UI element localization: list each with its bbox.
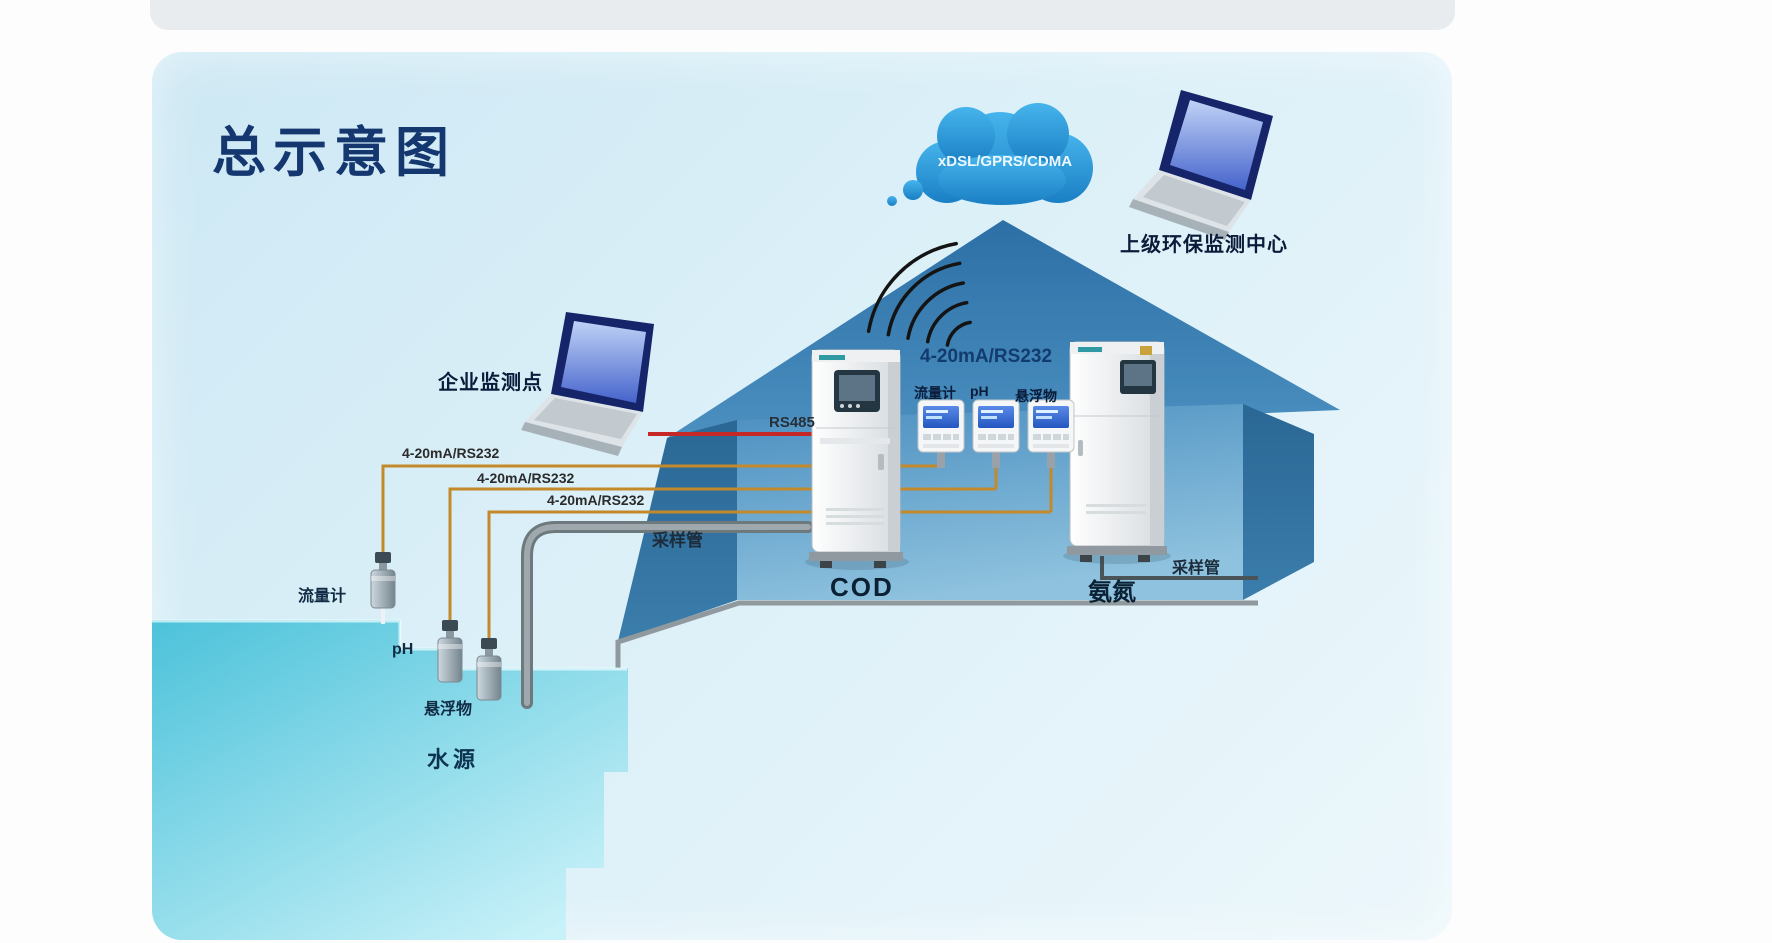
flowmeter-sensor-icon: [370, 552, 396, 624]
ph-sensor-icon: [437, 620, 463, 683]
sampling-pipe-left: [521, 521, 814, 709]
enterprise-laptop-icon: [521, 312, 654, 456]
hq-laptop-icon: [1129, 90, 1273, 240]
sampling-pipe-right: [1100, 556, 1258, 580]
wifi-signal-icon: [866, 241, 972, 347]
ammonia-analyzer-cabinet: [1063, 341, 1171, 564]
diagram-canvas: [152, 90, 1340, 940]
wire-flowmeter: [381, 464, 941, 553]
ph-transmitter-box: [972, 399, 1020, 468]
water-pool: [152, 619, 628, 940]
suspended-solids-sensor-icon: [476, 638, 502, 701]
network-cloud: [887, 103, 1093, 206]
diagram-card: [152, 52, 1452, 940]
suspended-solids-transmitter-box: [1027, 399, 1075, 468]
platform-edge: [615, 600, 1258, 712]
flowmeter-transmitter-box: [917, 399, 965, 468]
top-card-edge: [150, 0, 1455, 30]
cod-analyzer-cabinet: [805, 349, 909, 570]
